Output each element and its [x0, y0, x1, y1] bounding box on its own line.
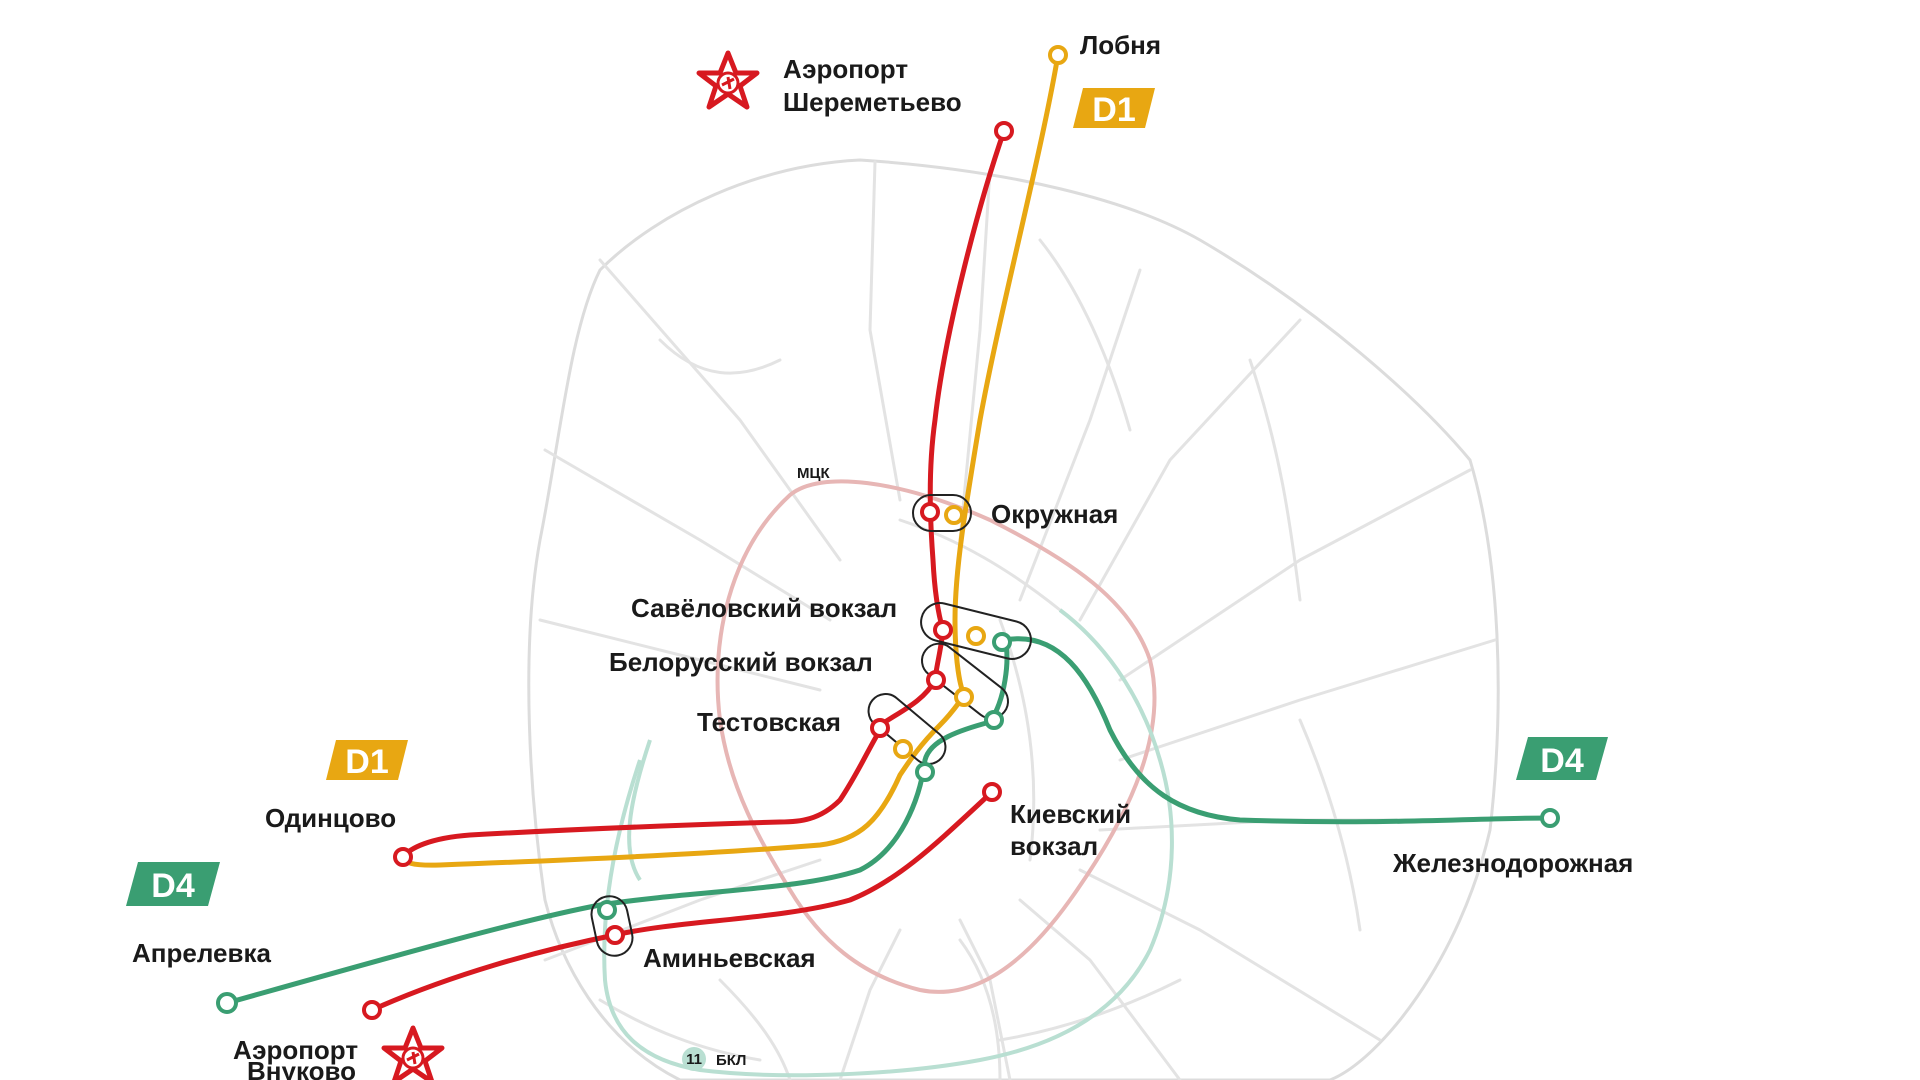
bkl-ring-inner-arc — [627, 739, 652, 882]
badge-d1-left-text: D1 — [345, 743, 388, 781]
station-belorussky-green — [984, 710, 1004, 730]
station-lobnya — [1048, 45, 1068, 65]
city-roads — [527, 158, 1500, 1080]
label-lobnya: Лобня — [1080, 30, 1161, 60]
label-aminyevskaya: Аминьевская — [643, 943, 816, 973]
label-odintsovo: Одинцово — [265, 803, 396, 833]
red-line-vnukovo — [369, 789, 995, 1013]
badge-d1-left: D1 — [326, 740, 408, 781]
badge-d1-top: D1 — [1073, 88, 1155, 129]
label-savelovsky: Савёловский вокзал — [631, 593, 897, 623]
station-testovskaya-yellow — [893, 739, 913, 759]
badge-d4-left-text: D4 — [151, 867, 195, 905]
station-aminyevskaya-green — [597, 900, 617, 920]
transfer-aminyevskaya — [590, 895, 634, 957]
station-vnukovo — [362, 1000, 382, 1020]
mck-ring — [715, 479, 1157, 994]
label-testovskaya: Тестовская — [697, 707, 841, 737]
station-zheleznodorozhnaya — [1540, 808, 1560, 828]
label-vnukovo-2: Внуково — [247, 1056, 356, 1080]
d1-red-line — [400, 128, 1007, 860]
station-odintsovo — [393, 847, 413, 867]
mck-label: МЦК — [797, 465, 830, 482]
badge-d1-top-text: D1 — [1092, 91, 1135, 129]
station-belorussky-yellow — [954, 687, 974, 707]
station-aprelevka — [216, 992, 238, 1014]
station-testovskaya-red — [870, 718, 890, 738]
label-zheleznodorozhnaya: Железнодорожная — [1392, 848, 1633, 878]
station-okruzhnaya-red — [920, 502, 940, 522]
label-okruzhnaya: Окружная — [991, 499, 1118, 529]
station-aminyevskaya-red — [605, 925, 625, 945]
station-belorussky-red — [926, 670, 946, 690]
station-kievsky — [982, 782, 1002, 802]
station-savelovsky-red — [933, 620, 953, 640]
transfer-okruzhnaya — [912, 494, 972, 532]
label-belorussky: Белорусский вокзал — [609, 647, 873, 677]
badge-d4-left: D4 — [126, 862, 220, 906]
station-sheremetyevo — [994, 121, 1014, 141]
star-airport-icon — [696, 50, 760, 110]
bkl-label: БКЛ — [716, 1052, 746, 1069]
label-kievsky-2: вокзал — [1010, 831, 1098, 861]
label-sheremetyevo-1: Аэропорт — [783, 54, 908, 84]
station-savelovsky-green — [992, 632, 1012, 652]
station-testovskaya-green — [915, 762, 935, 782]
station-savelovsky-yellow — [966, 626, 986, 646]
label-sheremetyevo-2: Шереметьево — [783, 87, 962, 117]
label-kievsky-1: Киевский — [1010, 799, 1131, 829]
star-airport-icon — [381, 1025, 445, 1080]
stations — [216, 45, 1560, 1020]
mkad-ring — [527, 158, 1500, 1080]
label-vnukovo-1: Аэропорт — [233, 1035, 358, 1065]
badge-d4-right: D4 — [1516, 737, 1608, 780]
transfer-savelovsky — [920, 602, 1032, 660]
station-okruzhnaya-yellow — [944, 505, 964, 525]
bkl-ring — [602, 608, 1174, 1078]
bkl-badge: 11 БКЛ — [682, 1047, 746, 1071]
d1-yellow-line — [400, 52, 1061, 868]
badge-d4-right-text: D4 — [1540, 742, 1584, 780]
label-aprelevka: Апрелевка — [132, 938, 271, 968]
bkl-number: 11 — [686, 1051, 702, 1068]
